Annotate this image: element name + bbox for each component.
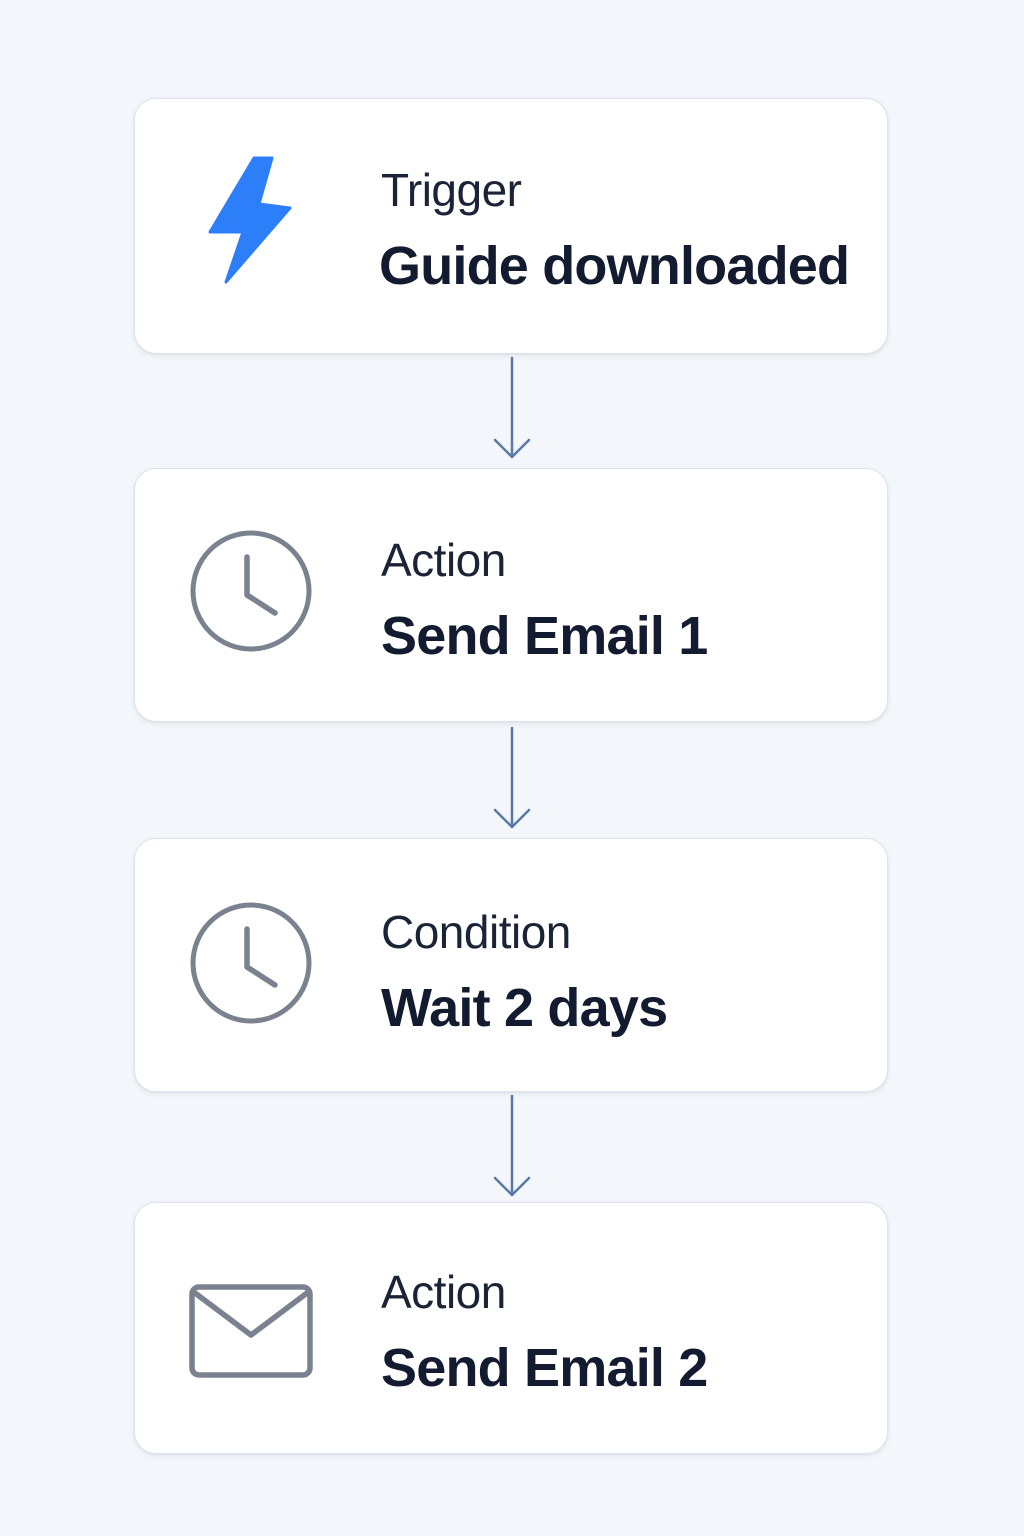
workflow-step-trigger[interactable]: Trigger Guide downloaded bbox=[134, 98, 888, 354]
lightning-icon bbox=[189, 156, 313, 284]
workflow-step-action-send-email-1[interactable]: Action Send Email 1 bbox=[134, 468, 888, 722]
step-title: Guide downloaded bbox=[379, 236, 850, 296]
connector-arrow bbox=[493, 726, 531, 829]
step-kind-label: Condition bbox=[381, 906, 571, 958]
envelope-icon bbox=[189, 1267, 313, 1391]
workflow-step-condition-wait[interactable]: Condition Wait 2 days bbox=[134, 838, 888, 1092]
clock-icon bbox=[189, 901, 313, 1025]
step-kind-label: Trigger bbox=[381, 164, 522, 216]
step-title: Send Email 2 bbox=[381, 1338, 708, 1398]
workflow-step-action-send-email-2[interactable]: Action Send Email 2 bbox=[134, 1202, 888, 1454]
step-title: Wait 2 days bbox=[381, 978, 668, 1038]
connector-arrow bbox=[493, 1094, 531, 1197]
step-title: Send Email 1 bbox=[381, 606, 708, 666]
clock-icon bbox=[189, 529, 313, 653]
step-kind-label: Action bbox=[381, 1266, 506, 1318]
connector-arrow bbox=[493, 356, 531, 459]
step-kind-label: Action bbox=[381, 534, 506, 586]
